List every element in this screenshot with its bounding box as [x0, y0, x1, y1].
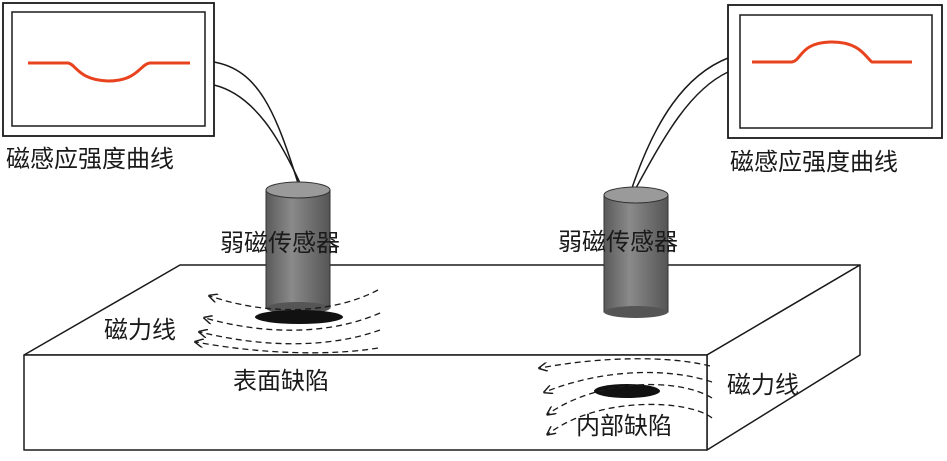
left-field-line-3	[200, 330, 381, 345]
left-field-line-4	[196, 342, 379, 354]
right-field-lines-label: 磁力线	[727, 371, 799, 399]
left-field-lines	[196, 289, 381, 354]
left-cable-lower	[213, 84, 301, 184]
left-sensor-label: 弱磁传感器	[220, 229, 340, 257]
left-field-lines-label: 磁力线	[104, 316, 176, 344]
left-curve-label: 磁感应强度曲线	[6, 145, 174, 173]
left-field-line-1	[210, 289, 379, 311]
right-monitor-screen	[739, 14, 933, 129]
right-sensor-label: 弱磁传感器	[558, 228, 678, 256]
surface-defect-mark	[255, 310, 343, 324]
right-field-lines	[540, 358, 713, 434]
right-sensor-top	[603, 186, 669, 204]
block-front-face	[23, 354, 708, 451]
right-field-line-1	[540, 358, 711, 368]
internal-defect-label: 内部缺陷	[576, 412, 672, 440]
right-sensor-bottom	[604, 306, 668, 318]
right-monitor	[727, 4, 943, 139]
surface-defect-label: 表面缺陷	[233, 367, 329, 395]
right-signal-curve	[752, 40, 912, 64]
internal-defect-mark	[594, 384, 660, 398]
left-cable-upper	[213, 61, 299, 184]
right-field-line-4	[548, 403, 713, 434]
steel-block	[23, 264, 861, 451]
right-cable-lower	[635, 71, 729, 189]
left-field-line-2	[205, 312, 381, 331]
left-monitor	[2, 2, 215, 137]
left-signal-curve	[28, 61, 190, 83]
left-sensor-top	[265, 181, 331, 199]
right-curve-label: 磁感应强度曲线	[730, 148, 898, 176]
left-monitor-screen	[11, 11, 206, 127]
right-field-line-3	[548, 383, 713, 414]
right-cable-upper	[631, 57, 729, 189]
right-sensor	[603, 186, 669, 318]
left-sensor	[265, 181, 331, 314]
cables	[213, 57, 729, 189]
